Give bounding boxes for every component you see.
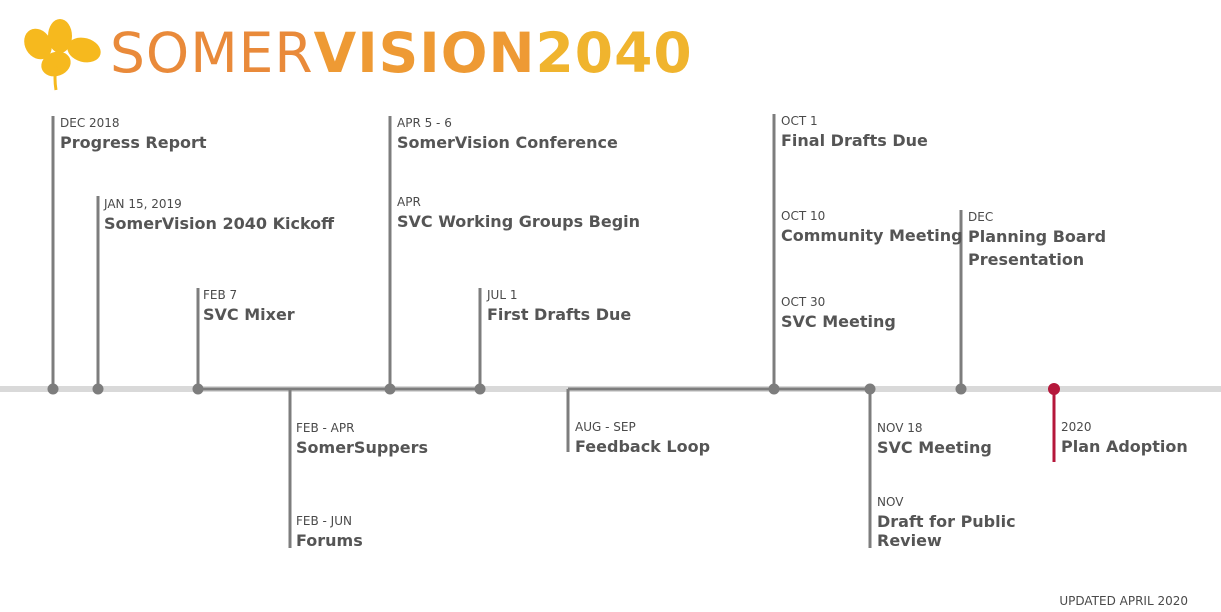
updated-note: UPDATED APRIL 2020 xyxy=(1059,594,1188,608)
title-somer: SOMER xyxy=(110,21,314,85)
event-date: 2020 xyxy=(1061,420,1092,434)
event-label: Progress Report xyxy=(60,133,207,152)
event-jan-2019: JAN 15, 2019 SomerVision 2040 Kickoff xyxy=(104,197,334,233)
dot-jan-2019 xyxy=(92,383,104,395)
dot-feb-7 xyxy=(192,383,204,395)
event-nov: NOV Draft for Public Review xyxy=(877,495,1016,550)
event-date: FEB 7 xyxy=(203,288,238,302)
dot-2020 xyxy=(1048,383,1060,395)
event-label: SVC Mixer xyxy=(203,305,295,324)
event-date: NOV 18 xyxy=(877,421,923,435)
event-label: Community Meeting xyxy=(781,226,963,245)
event-label: Final Drafts Due xyxy=(781,131,928,150)
dot-oct xyxy=(768,383,780,395)
event-feb-7: FEB 7 SVC Mixer xyxy=(203,288,295,324)
event-date: APR 5 - 6 xyxy=(397,116,452,130)
event-dec: DEC Planning Board Presentation xyxy=(968,210,1106,269)
event-jul-1: JUL 1 First Drafts Due xyxy=(487,288,631,324)
event-date: AUG - SEP xyxy=(575,420,636,434)
dot-nov xyxy=(864,383,876,395)
event-date: JUL 1 xyxy=(487,288,518,302)
event-label: Plan Adoption xyxy=(1061,437,1188,456)
event-date: OCT 10 xyxy=(781,209,826,223)
somervision-flower-logo xyxy=(24,19,101,91)
dot-dec xyxy=(955,383,967,395)
event-feb-apr: FEB - APR SomerSuppers xyxy=(296,421,428,457)
event-label: First Drafts Due xyxy=(487,305,632,324)
event-label-line1: Draft for Public xyxy=(877,512,1016,531)
event-date: FEB - APR xyxy=(296,421,355,435)
page-title: SOMERVISION2040 xyxy=(110,18,693,88)
title-year: 2040 xyxy=(535,21,693,85)
event-date: DEC 2018 xyxy=(60,116,120,130)
dot-dec-2018 xyxy=(47,383,59,395)
event-oct-30: OCT 30 SVC Meeting xyxy=(781,295,896,331)
event-label: SVC Meeting xyxy=(781,312,896,331)
event-label-line1: Planning Board xyxy=(968,227,1107,246)
event-oct-10: OCT 10 Community Meeting xyxy=(781,209,963,245)
event-dec-2018: DEC 2018 Progress Report xyxy=(60,116,207,152)
event-date: OCT 1 xyxy=(781,114,818,128)
event-label: Feedback Loop xyxy=(575,437,711,456)
event-label-line2: Presentation xyxy=(968,250,1085,269)
event-date: OCT 30 xyxy=(781,295,826,309)
event-apr: APR SVC Working Groups Begin xyxy=(397,195,640,231)
event-label-line2: Review xyxy=(877,531,942,550)
event-feb-jun: FEB - JUN Forums xyxy=(296,514,363,550)
event-nov-18: NOV 18 SVC Meeting xyxy=(877,421,992,457)
title-vision: VISION xyxy=(313,21,536,85)
dot-apr xyxy=(384,383,396,395)
event-2020: 2020 Plan Adoption xyxy=(1061,420,1188,456)
event-date: NOV xyxy=(877,495,904,509)
event-label: SVC Meeting xyxy=(877,438,992,457)
event-date: JAN 15, 2019 xyxy=(104,197,182,211)
event-label: SVC Working Groups Begin xyxy=(397,212,641,231)
event-label: SomerSuppers xyxy=(296,438,429,457)
event-date: DEC xyxy=(968,210,994,224)
event-label: SomerVision Conference xyxy=(397,133,618,152)
dot-jul-1 xyxy=(474,383,486,395)
event-date: FEB - JUN xyxy=(296,514,352,528)
event-label: Forums xyxy=(296,531,363,550)
event-aug-sep: AUG - SEP Feedback Loop xyxy=(575,420,710,456)
event-label: SomerVision 2040 Kickoff xyxy=(104,214,335,233)
event-oct-1: OCT 1 Final Drafts Due xyxy=(781,114,928,150)
event-apr-5-6: APR 5 - 6 SomerVision Conference xyxy=(397,116,618,152)
event-date: APR xyxy=(397,195,421,209)
